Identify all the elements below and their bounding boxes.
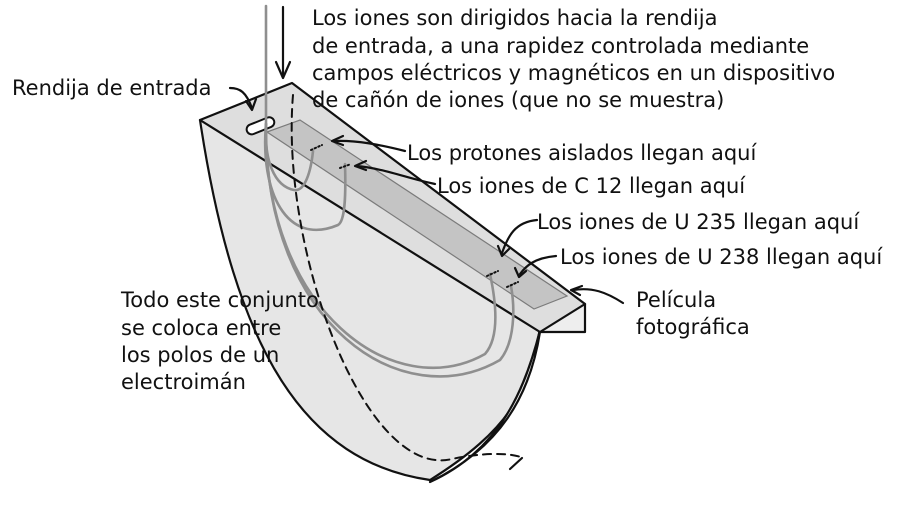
assembly-label-line-2: se coloca entre xyxy=(121,316,281,340)
u238-leader-arrowhead xyxy=(513,266,528,279)
ion-direction-label-line-1: Los iones son dirigidos hacia la rendija xyxy=(312,6,717,30)
c12-arrival-mark xyxy=(339,163,352,169)
assembly-label-line-3: los polos de un xyxy=(121,343,279,367)
film-leader xyxy=(571,288,625,305)
u235-arrival-mark xyxy=(486,270,499,277)
ion-direction-label-line-4: de cañón de iones (que no se muestra) xyxy=(312,88,724,112)
assembly-label-line-1: Todo este conjunto xyxy=(120,288,319,312)
u238-trajectory xyxy=(264,122,515,378)
entrance-slit-leader xyxy=(228,86,254,110)
c12-label: Los iones de C 12 llegan aquí xyxy=(437,174,746,198)
u235-leader-arrowhead xyxy=(496,244,511,258)
outer-edge-bottom-arrow xyxy=(508,456,524,471)
ion-direction-label-line-2: de entrada, a una rapidez controlada med… xyxy=(312,34,809,58)
film-label-line-2: fotográfica xyxy=(636,315,750,339)
film-leader-arrowhead xyxy=(569,284,584,297)
entrance-slit xyxy=(245,116,276,136)
u238-leader xyxy=(518,254,558,276)
c12-leader xyxy=(354,164,437,186)
entrance-slit-label: Rendija de entrada xyxy=(12,76,212,100)
u235-leader xyxy=(500,218,539,255)
c12-leader-arrowhead xyxy=(353,159,368,172)
incoming-direction-arrowhead xyxy=(274,60,292,80)
assembly-label-line-4: electroimán xyxy=(121,370,246,394)
protons-leader xyxy=(332,139,407,153)
ion-direction-label-line-3: campos eléctricos y magnéticos en un dis… xyxy=(312,61,835,85)
entrance-slit-leader-arrowhead xyxy=(244,97,258,112)
u238-label: Los iones de U 238 llegan aquí xyxy=(560,245,883,269)
proton-arrival-mark xyxy=(310,144,323,151)
protons-leader-arrowhead xyxy=(330,134,345,147)
film-label-line-1: Película xyxy=(636,288,716,312)
hidden-contour-dashed xyxy=(290,94,524,462)
protons-label: Los protones aislados llegan aquí xyxy=(407,141,757,165)
u238-arrival-mark xyxy=(506,281,519,288)
u235-label: Los iones de U 235 llegan aquí xyxy=(537,210,860,234)
